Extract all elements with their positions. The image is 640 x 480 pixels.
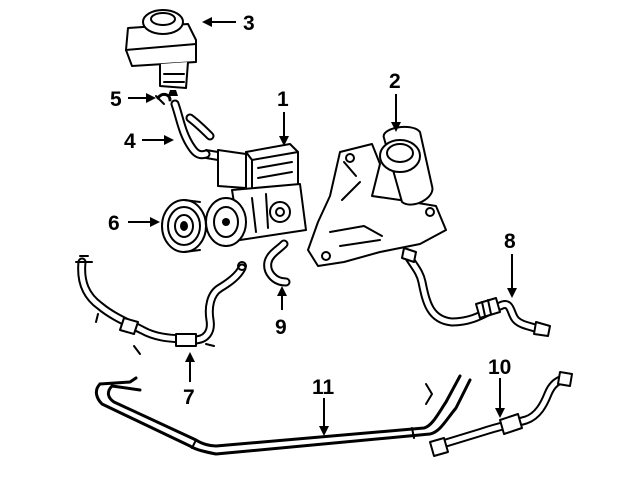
leader-lines [128,17,517,436]
cooler-tube-part [94,374,472,456]
hose-assembly-part [75,255,247,355]
callout-6: 6 [108,212,120,235]
gear-line-part [401,247,551,337]
elbow-hose-part [263,239,291,287]
pulley-part [161,197,247,253]
return-hose-part [170,99,215,160]
callout-9: 9 [275,316,287,339]
hose-10-part [429,371,573,457]
callout-5: 5 [110,88,122,111]
pump-part [205,143,307,241]
callout-7: 7 [183,386,195,409]
callout-8: 8 [504,230,516,253]
callout-4: 4 [124,130,136,153]
reservoir-part [125,9,197,96]
callout-labels: 3 5 4 1 2 6 9 8 7 11 10 [108,12,516,409]
callout-10: 10 [488,356,511,379]
callout-3: 3 [243,12,255,35]
callout-2: 2 [389,70,401,93]
callout-1: 1 [277,88,289,111]
callout-11: 11 [312,376,335,399]
clamp-part [155,92,172,105]
steering-gear-part [307,125,447,267]
